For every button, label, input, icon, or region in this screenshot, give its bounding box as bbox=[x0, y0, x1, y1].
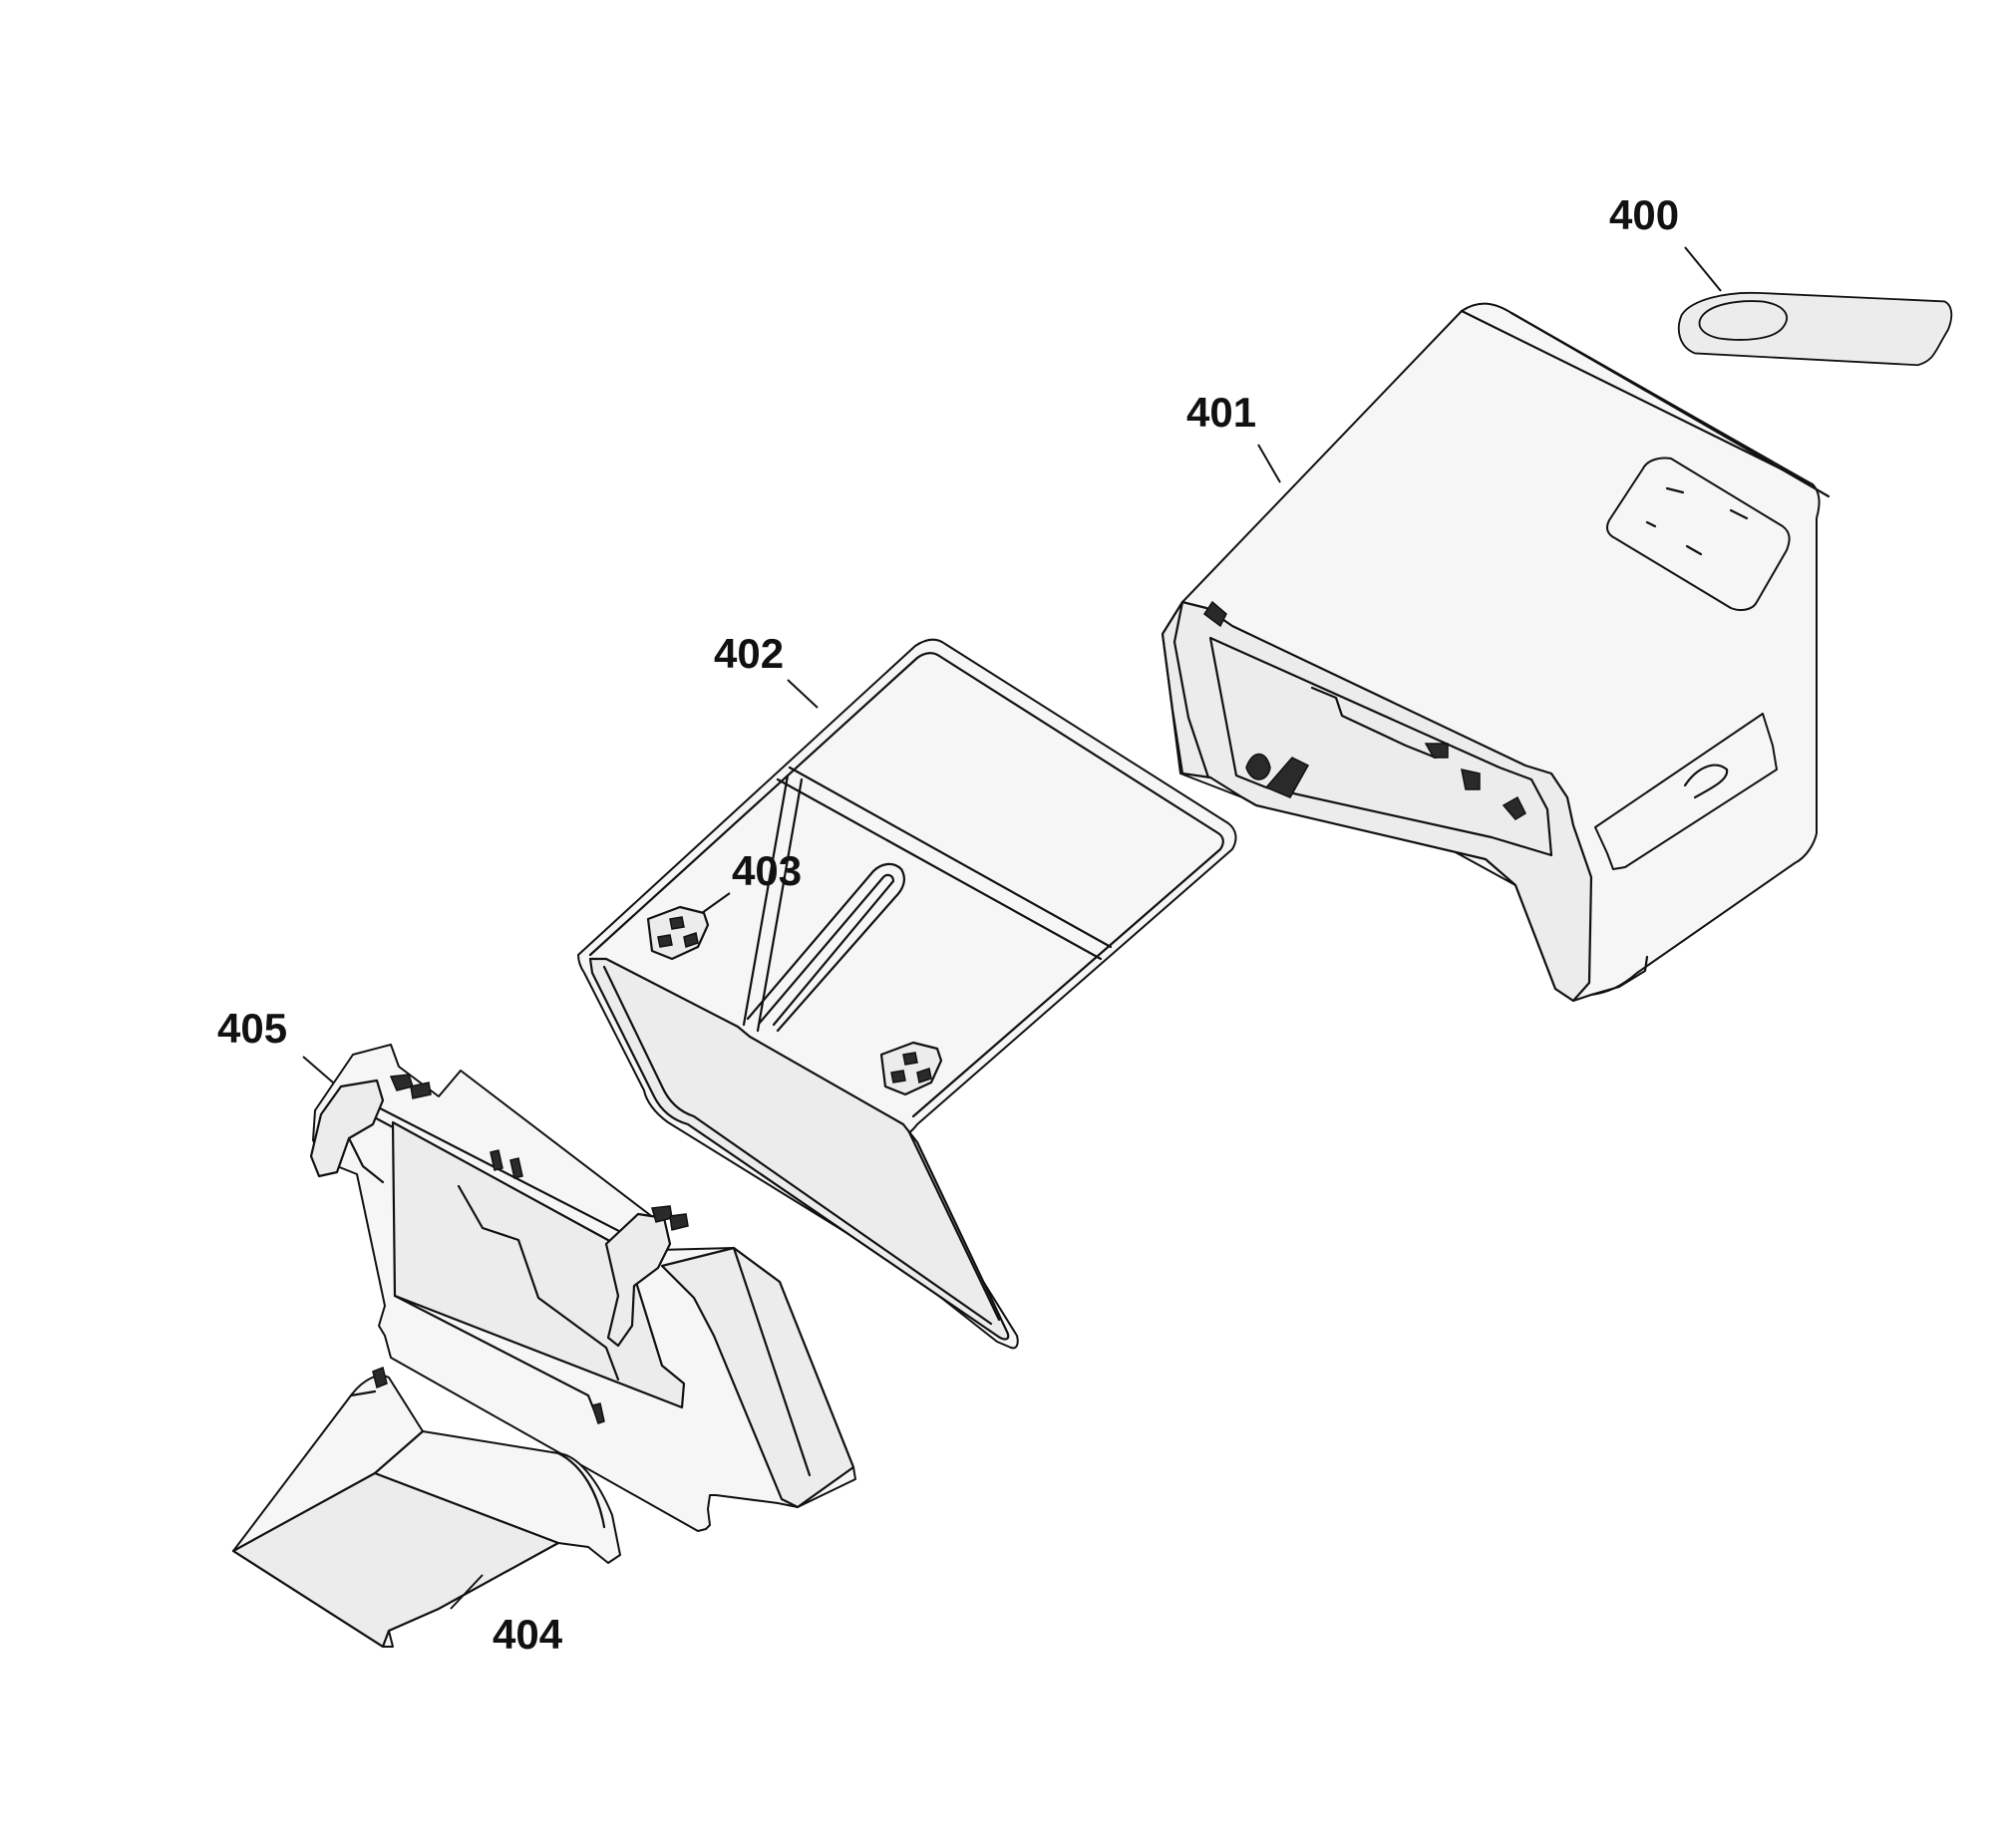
part-402-frame bbox=[577, 638, 1237, 1350]
part-404-chute bbox=[231, 1366, 621, 1649]
callout-403: 403 bbox=[732, 847, 802, 894]
callout-401: 401 bbox=[1186, 389, 1256, 436]
callout-405: 405 bbox=[217, 1005, 287, 1052]
callout-404: 404 bbox=[493, 1611, 563, 1658]
callout-400: 400 bbox=[1609, 191, 1679, 238]
part-405-bracket bbox=[309, 1044, 856, 1532]
callout-402: 402 bbox=[714, 630, 784, 677]
leader-lines bbox=[302, 246, 1722, 1610]
part-403-clip-upper bbox=[646, 905, 710, 961]
part-403-clip-lower bbox=[879, 1041, 943, 1096]
part-400-cap bbox=[1677, 291, 1953, 367]
part-401-housing bbox=[1161, 302, 1831, 1003]
